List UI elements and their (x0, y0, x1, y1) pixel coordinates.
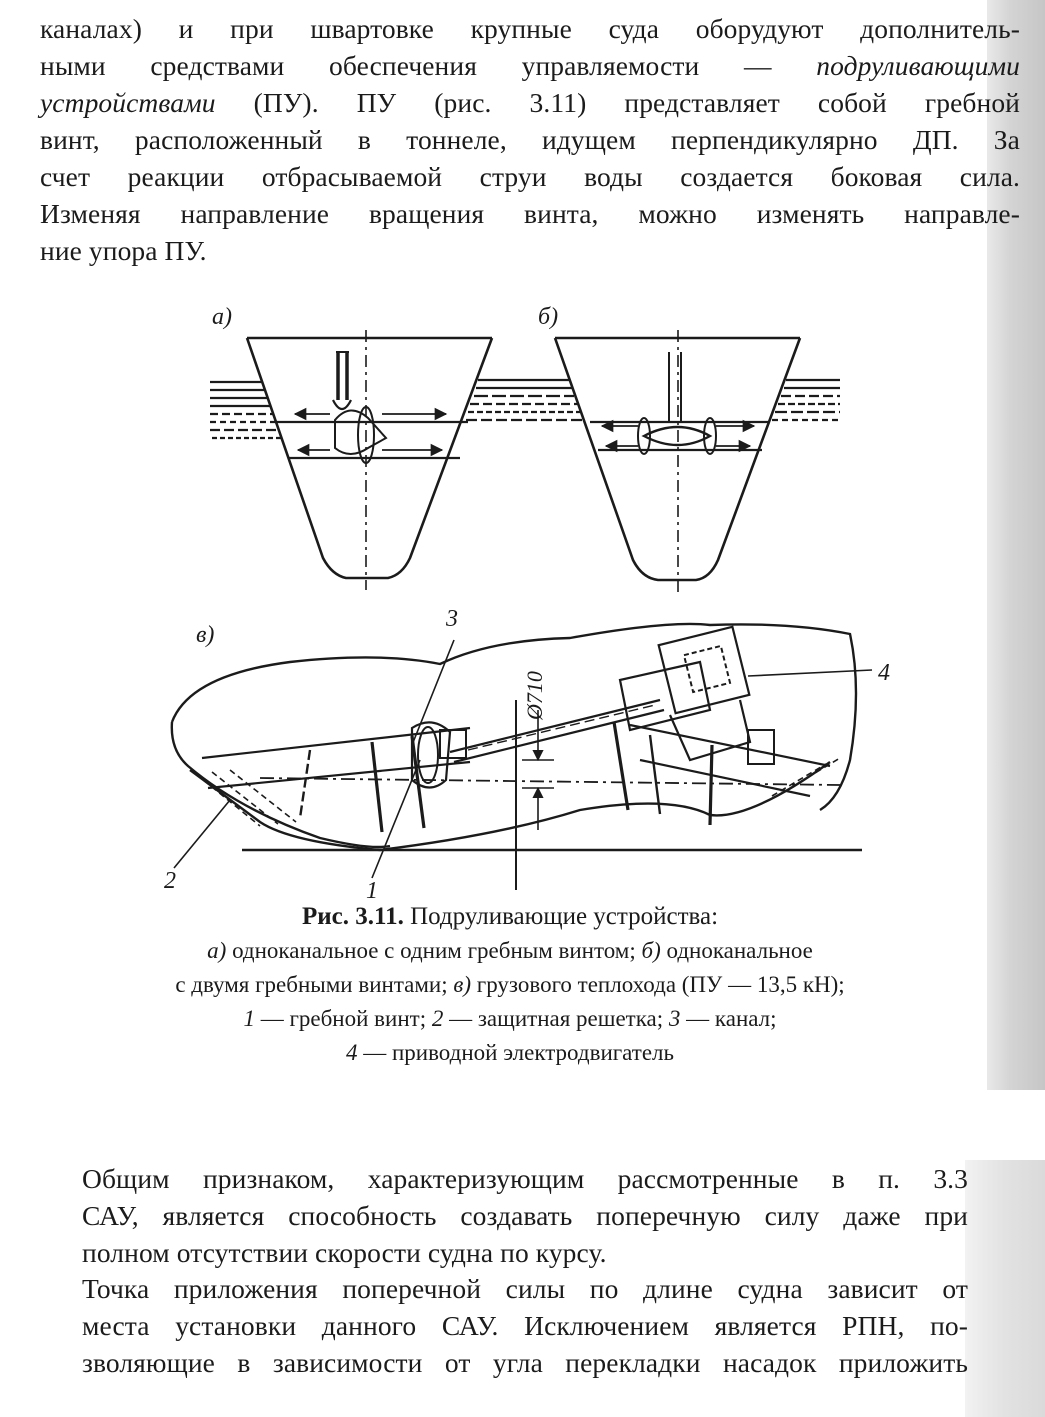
text-line: Общим признаком, характеризующим рассмот… (82, 1163, 968, 1194)
dimension-label: Ø710 (522, 671, 547, 721)
text-line: Изменяя направление вращения винта, можн… (40, 198, 1020, 229)
text-line: устройствами (ПУ). ПУ (рис. 3.11) предст… (40, 87, 1020, 118)
figure-thrusters: а) (150, 290, 890, 900)
caption-title: Рис. 3.11. Подруливающие устройства: (301, 903, 719, 930)
term-italic: устройствами (40, 87, 216, 118)
scan-shadow-edge-lower (965, 1160, 1045, 1417)
paragraph-common-feature: Общим признаком, характеризующим рассмот… (40, 1160, 968, 1271)
text-line: каналах) и при швартовке крупные суда об… (40, 13, 1020, 44)
label-a: а) (212, 304, 232, 330)
label-v: в) (196, 622, 214, 648)
scan-shadow-edge (987, 0, 1045, 1090)
text-line: счет реакции отбрасываемой струи воды со… (40, 161, 1020, 192)
text-line: места установки данного САУ. Исключением… (82, 1310, 968, 1341)
diagram-b: б) (538, 304, 840, 592)
caption-line: а) одноканальное с одним гребным винтом;… (207, 938, 813, 963)
text-line: зволяющие в зависимости от угла переклад… (82, 1347, 968, 1378)
label-b: б) (538, 304, 558, 330)
callout-3: 3 (445, 606, 458, 632)
text-line: ние упора ПУ. (40, 235, 207, 266)
caption-line: 4 — приводной электродвигатель (345, 1040, 675, 1065)
callout-2: 2 (164, 868, 176, 894)
caption-line: 1 — гребной винт; 2 — защитная решетка; … (243, 1006, 777, 1031)
callout-1: 1 (366, 878, 378, 900)
callout-4: 4 (878, 660, 890, 686)
term-italic: подруливающими (816, 50, 1020, 81)
text-line: винт, расположенный в тоннеле, идущем пе… (40, 124, 1020, 155)
text-line: САУ, является способность создавать попе… (82, 1200, 968, 1231)
caption-line: с двумя гребными винтами; в) грузового т… (175, 972, 845, 997)
paragraph-intro: каналах) и при швартовке крупные суда об… (40, 10, 1020, 269)
text-line: полном отсутствии скорости судна по курс… (82, 1237, 607, 1268)
text-line: ными средствами обеспечения управляемост… (40, 50, 1020, 81)
figure-caption: Рис. 3.11. Подруливающие устройства: а) … (90, 900, 930, 1070)
text-line: Точка приложения поперечной силы по длин… (82, 1273, 968, 1304)
diagram-v: в) (164, 606, 890, 900)
paragraph-force-point: Точка приложения поперечной силы по длин… (40, 1270, 968, 1381)
diagram-a: а) (210, 304, 494, 590)
